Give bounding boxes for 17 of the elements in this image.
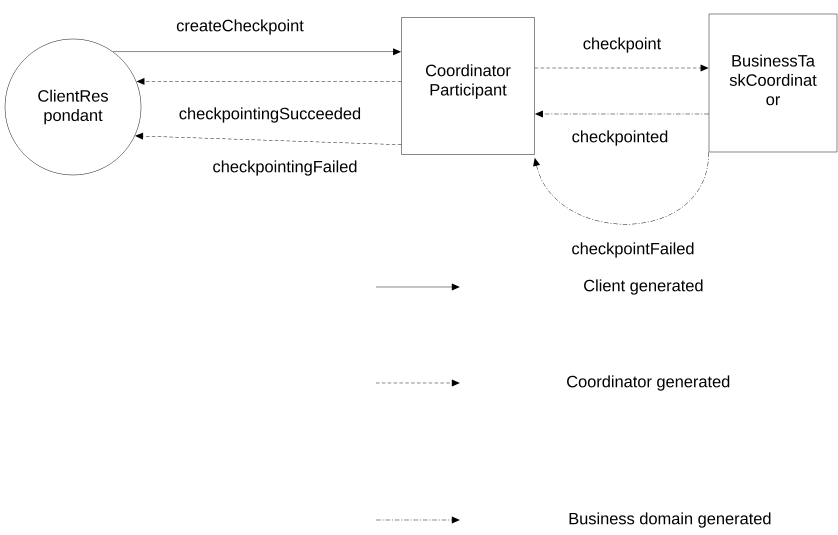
- legend-text: Client generated: [584, 279, 702, 295]
- legend-text: Business domain generated: [570, 512, 770, 528]
- edge-label: checkpointingSucceeded: [178, 106, 362, 124]
- legend-text: Coordinator generated: [567, 375, 730, 391]
- arrow: [112, 48, 401, 56]
- arrow: [534, 64, 708, 72]
- arrow: [135, 132, 402, 145]
- edge-label: checkpointingFailed: [211, 159, 359, 177]
- edge-label: checkpoint: [582, 36, 662, 54]
- arrow: [136, 78, 402, 85]
- edge-label: checkpointed: [570, 129, 670, 147]
- arrow: [535, 110, 709, 118]
- edge-label: checkpointFailed: [570, 241, 696, 259]
- process-box: BusinessTa skCoordinat or: [708, 14, 838, 152]
- arrow: [533, 152, 709, 224]
- process-box: Coordinator Participant: [401, 17, 535, 155]
- edge-label: createCheckpoint: [175, 18, 305, 36]
